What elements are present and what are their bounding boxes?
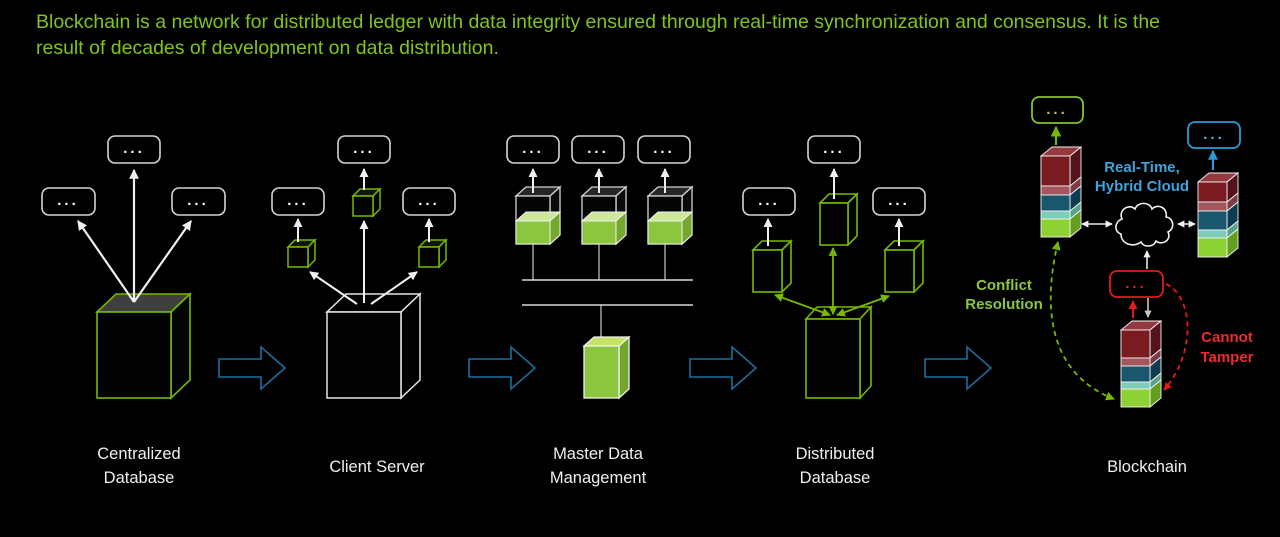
terminal-dots: ...	[888, 192, 910, 209]
terminal-dots: ...	[587, 140, 609, 157]
block-stack-left	[1039, 146, 1083, 238]
client-arrows	[763, 168, 904, 246]
terminal-dots: ...	[522, 140, 544, 157]
client-arrows	[528, 168, 670, 193]
cannot-tamper-label-line1: Cannot	[1201, 329, 1253, 346]
stage-label-line: Database	[799, 469, 871, 487]
stage-label-line: Distributed	[795, 445, 875, 463]
stage-label-client-server: Client Server	[267, 442, 487, 479]
database-cube	[804, 304, 873, 401]
real-time-label-line2: Hybrid Cloud	[1095, 178, 1189, 195]
cloud-icon	[1115, 202, 1174, 247]
terminal-dots: ...	[653, 140, 675, 157]
cache-cube	[351, 187, 382, 218]
stage-distributed-database: ... ... ...	[742, 135, 926, 401]
terminal-node: ...	[402, 187, 456, 216]
cannot-tamper-arrow	[1163, 283, 1189, 391]
terminal-node: ...	[41, 187, 96, 216]
stage-label-centralized-database: Centralized Database	[29, 442, 249, 490]
terminal-dots: ...	[1046, 101, 1068, 118]
replica-cube	[580, 185, 628, 246]
distributed-node-cube	[818, 192, 859, 247]
server-cube	[325, 292, 422, 400]
stage-label-master-data-management: Master Data Management	[488, 442, 708, 490]
terminal-node-blue: ...	[1187, 121, 1241, 149]
slide-title-line1: Blockchain is a network for distributed …	[36, 11, 1161, 33]
terminal-node-green: ...	[1031, 96, 1084, 124]
terminal-node: ...	[171, 187, 226, 216]
terminal-node: ...	[637, 135, 691, 164]
terminal-node: ...	[807, 135, 861, 164]
terminal-dots: ...	[1203, 126, 1225, 143]
stage-label-line: Blockchain	[1107, 458, 1187, 476]
stage-arrow-3	[689, 345, 758, 391]
block-stack-right	[1196, 172, 1240, 258]
terminal-node: ...	[506, 135, 560, 164]
terminal-node: ...	[337, 135, 391, 164]
replica-cube	[646, 185, 694, 246]
distributed-node-cube	[751, 239, 793, 294]
terminal-dots: ...	[57, 192, 79, 209]
stage-label-blockchain: Blockchain	[1037, 442, 1257, 479]
stage-label-line: Client Server	[329, 458, 425, 476]
stage-label-line: Master Data	[553, 445, 643, 463]
real-time-label-line1: Real-Time,	[1104, 159, 1180, 176]
replica-cube	[514, 185, 562, 246]
client-arrows	[77, 168, 192, 303]
stage-client-server: ... ... ...	[271, 135, 456, 400]
terminal-dots: ...	[823, 140, 845, 157]
stage-arrow-2	[468, 345, 537, 391]
cache-cube	[417, 238, 448, 269]
terminal-dots: ...	[1125, 275, 1147, 292]
terminal-dots: ...	[287, 192, 309, 209]
terminal-node: ...	[742, 187, 796, 216]
stage-label-line: Database	[103, 469, 175, 487]
stage-label-line: Centralized	[97, 445, 181, 463]
block-stack-bottom	[1119, 320, 1163, 408]
stage-label-line: Management	[549, 469, 647, 487]
conflict-resolution-label-line2: Resolution	[965, 296, 1043, 313]
terminal-dots: ...	[123, 140, 145, 157]
slide-title-line2: result of decades of development on data…	[36, 37, 499, 59]
client-arrows	[293, 168, 434, 305]
terminal-dots: ...	[187, 192, 209, 209]
master-cube	[582, 335, 631, 400]
terminal-dots: ...	[353, 140, 375, 157]
terminal-node: ...	[107, 135, 161, 164]
terminal-node: ...	[271, 187, 325, 216]
stage-blockchain: ... ...	[965, 96, 1254, 408]
cache-cube	[286, 238, 317, 269]
sync-arrows	[774, 247, 890, 317]
cloud-sync-arrows	[1081, 220, 1196, 269]
terminal-dots: ...	[758, 192, 780, 209]
stage-master-data-management: ... ... ...	[506, 135, 694, 400]
terminal-node-red: ...	[1109, 270, 1164, 298]
stage-arrow-1	[218, 345, 287, 391]
bus-lines	[522, 244, 693, 346]
slide-title: Blockchain is a network for distributed …	[36, 9, 1256, 61]
cannot-tamper-label-line2: Tamper	[1200, 349, 1253, 366]
stage-centralized-database: ... ... ...	[41, 135, 226, 400]
terminal-dots: ...	[418, 192, 440, 209]
stage-arrow-4	[924, 345, 993, 391]
terminal-node: ...	[872, 187, 926, 216]
distributed-node-cube	[883, 239, 925, 294]
conflict-resolution-label-line1: Conflict	[976, 277, 1032, 294]
terminal-node: ...	[571, 135, 625, 164]
conflict-resolution-arrow	[1049, 241, 1115, 401]
stage-label-distributed-database: Distributed Database	[725, 442, 945, 490]
database-cube	[94, 292, 193, 400]
